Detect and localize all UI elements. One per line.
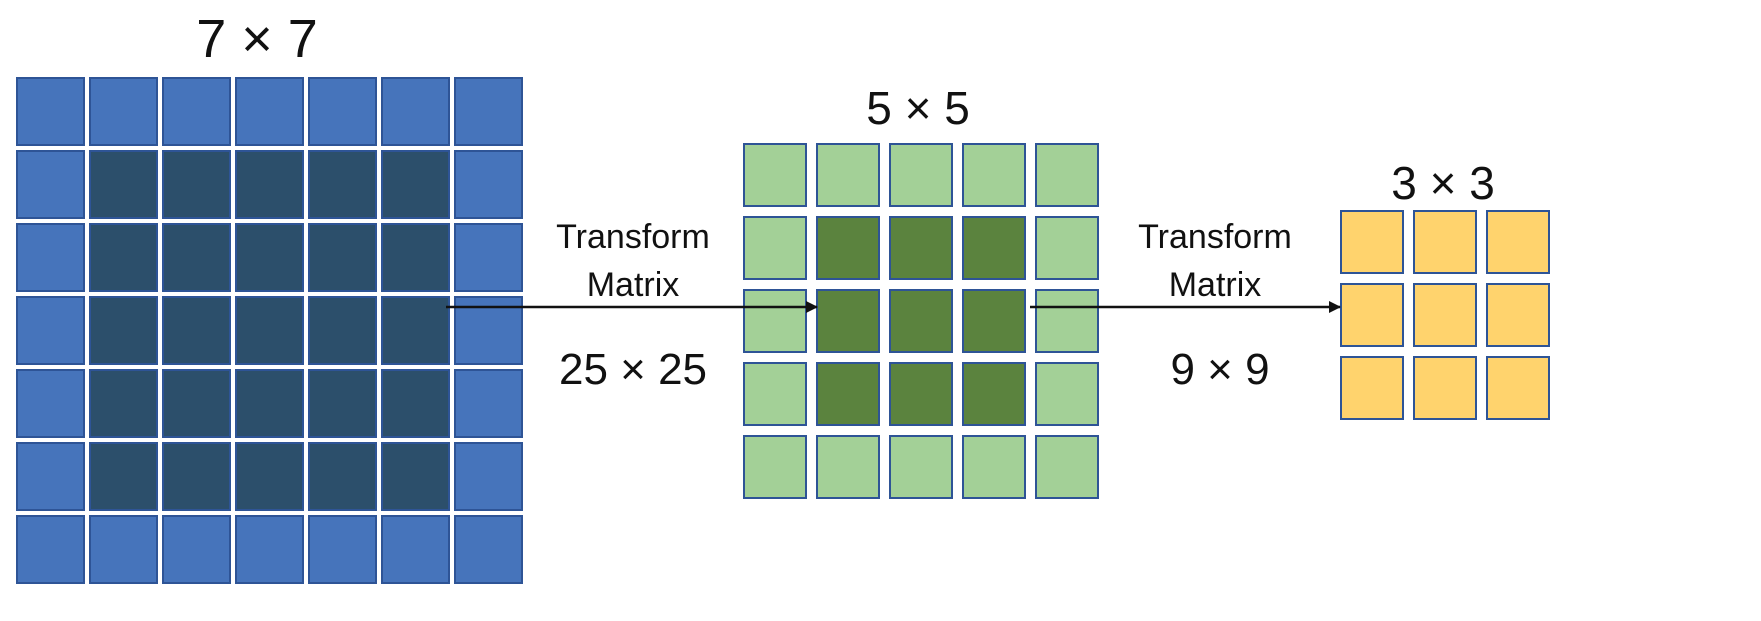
grid-7x7-cell-r1-c7 xyxy=(454,77,523,146)
grid-7x7-cell-r6-c6 xyxy=(381,442,450,511)
grid-7x7-cell-r3-c7 xyxy=(454,223,523,292)
grid-5x5-title: 5 × 5 xyxy=(866,82,970,134)
grid-7x7-cell-r6-c4 xyxy=(235,442,304,511)
grid-7x7-cell-r5-c7 xyxy=(454,369,523,438)
grid-7x7-cell-r3-c5 xyxy=(308,223,377,292)
grid-5x5-cell-r1-c4 xyxy=(962,143,1026,207)
grid-3x3-cell-r1-c2 xyxy=(1413,210,1477,274)
grid-5x5-cell-r1-c2 xyxy=(816,143,880,207)
grid-5x5-cell-r5-c2 xyxy=(816,435,880,499)
grid-5x5-cell-r2-c4 xyxy=(962,216,1026,280)
grid-5x5-cell-r4-c3 xyxy=(889,362,953,426)
grid-5x5-cell-r3-c3 xyxy=(889,289,953,353)
arrow-1-matrix-size: 25 × 25 xyxy=(558,345,708,394)
grid-7x7-cell-r3-c2 xyxy=(89,223,158,292)
grid-7x7-cell-r4-c5 xyxy=(308,296,377,365)
grid-7x7-cell-r4-c4 xyxy=(235,296,304,365)
grid-7x7-cell-r3-c3 xyxy=(162,223,231,292)
grid-3x3-cell-r3-c2 xyxy=(1413,356,1477,420)
grid-7x7-cell-r5-c4 xyxy=(235,369,304,438)
grid-5x5-cell-r5-c5 xyxy=(1035,435,1099,499)
grid-7x7-cell-r7-c7 xyxy=(454,515,523,584)
grid-5x5-cell-r5-c4 xyxy=(962,435,1026,499)
grid-7x7-cell-r7-c4 xyxy=(235,515,304,584)
grid-5x5-cell-r1-c3 xyxy=(889,143,953,207)
grid-7x7-cell-r7-c1 xyxy=(16,515,85,584)
grid-7x7-title: 7 × 7 xyxy=(196,9,318,69)
arrow-1-label-line1: Transform xyxy=(556,218,710,256)
grid-7x7-cell-r3-c6 xyxy=(381,223,450,292)
grid-7x7-cell-r5-c1 xyxy=(16,369,85,438)
grid-5x5-cell-r4-c5 xyxy=(1035,362,1099,426)
grid-5x5-cell-r3-c1 xyxy=(743,289,807,353)
grid-5x5-cell-r4-c2 xyxy=(816,362,880,426)
grid-7x7-cell-r7-c3 xyxy=(162,515,231,584)
grid-7x7-cell-r2-c3 xyxy=(162,150,231,219)
grid-7x7-cell-r5-c6 xyxy=(381,369,450,438)
grid-7x7-cell-r6-c2 xyxy=(89,442,158,511)
grid-5x5-cell-r2-c2 xyxy=(816,216,880,280)
grid-7x7-cell-r1-c5 xyxy=(308,77,377,146)
grid-7x7-cell-r5-c5 xyxy=(308,369,377,438)
grid-3x3-cell-r3-c1 xyxy=(1340,356,1404,420)
grid-7x7-cell-r1-c6 xyxy=(381,77,450,146)
grid-5x5-cell-r5-c1 xyxy=(743,435,807,499)
grid-5x5-cell-r4-c1 xyxy=(743,362,807,426)
grid-7x7-cell-r6-c1 xyxy=(16,442,85,511)
grid-7x7-cell-r5-c2 xyxy=(89,369,158,438)
grid-7x7-cell-r1-c3 xyxy=(162,77,231,146)
grid-3x3-title: 3 × 3 xyxy=(1391,157,1495,209)
grid-3x3-cell-r1-c1 xyxy=(1340,210,1404,274)
arrow-2-matrix-size: 9 × 9 xyxy=(1170,345,1270,394)
grid-7x7-cell-r2-c4 xyxy=(235,150,304,219)
grid-7x7-cell-r4-c1 xyxy=(16,296,85,365)
grid-7x7-cell-r2-c7 xyxy=(454,150,523,219)
grid-7x7-cell-r1-c4 xyxy=(235,77,304,146)
arrow-2-label-line2: Matrix xyxy=(1168,266,1262,304)
grid-3x3-cell-r1-c3 xyxy=(1486,210,1550,274)
grid-7x7-cell-r5-c3 xyxy=(162,369,231,438)
grid-7x7-cell-r3-c1 xyxy=(16,223,85,292)
grid-3x3-cell-r2-c1 xyxy=(1340,283,1404,347)
grid-7x7-cell-r7-c5 xyxy=(308,515,377,584)
grid-5x5-cell-r3-c5 xyxy=(1035,289,1099,353)
grid-7x7-cell-r7-c6 xyxy=(381,515,450,584)
grid-7x7-cell-r2-c2 xyxy=(89,150,158,219)
grid-7x7-cell-r2-c6 xyxy=(381,150,450,219)
grid-5x5-cell-r5-c3 xyxy=(889,435,953,499)
grid-7x7-cell-r1-c1 xyxy=(16,77,85,146)
grid-7x7-cell-r2-c1 xyxy=(16,150,85,219)
grid-5x5-cell-r4-c4 xyxy=(962,362,1026,426)
grid-5x5-cell-r1-c5 xyxy=(1035,143,1099,207)
grid-7x7-cell-r4-c6 xyxy=(381,296,450,365)
grid-7x7-cell-r4-c3 xyxy=(162,296,231,365)
grid-5x5-cell-r3-c2 xyxy=(816,289,880,353)
grid-5x5-cell-r2-c1 xyxy=(743,216,807,280)
grid-5x5-cell-r3-c4 xyxy=(962,289,1026,353)
arrow-1-label-line2: Matrix xyxy=(586,266,680,304)
grid-5x5-cell-r2-c5 xyxy=(1035,216,1099,280)
grid-5x5-cell-r1-c1 xyxy=(743,143,807,207)
grid-7x7-cell-r1-c2 xyxy=(89,77,158,146)
grid-7x7-cell-r2-c5 xyxy=(308,150,377,219)
grid-3x3-cell-r2-c2 xyxy=(1413,283,1477,347)
grid-3x3-cell-r3-c3 xyxy=(1486,356,1550,420)
grid-7x7-cell-r4-c2 xyxy=(89,296,158,365)
grid-7x7-cell-r6-c3 xyxy=(162,442,231,511)
grid-7x7-cell-r7-c2 xyxy=(89,515,158,584)
arrow-2-label-line1: Transform xyxy=(1138,218,1292,256)
grid-3x3-cell-r2-c3 xyxy=(1486,283,1550,347)
grid-7x7-cell-r6-c7 xyxy=(454,442,523,511)
grid-5x5-cell-r2-c3 xyxy=(889,216,953,280)
grid-7x7-cell-r3-c4 xyxy=(235,223,304,292)
grid-7x7-cell-r6-c5 xyxy=(308,442,377,511)
